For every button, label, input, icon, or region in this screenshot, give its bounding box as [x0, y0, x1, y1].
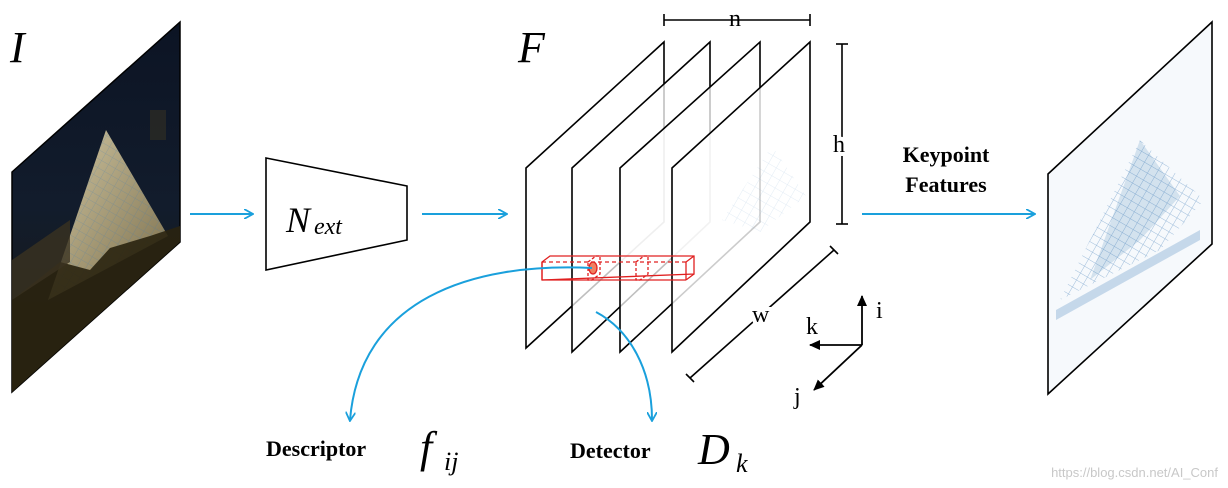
keypoint-heatmap — [1047, 20, 1213, 396]
dimension-h — [836, 43, 848, 225]
watermark-text: https://blog.csdn.net/AI_Conf — [1051, 465, 1218, 480]
dimension-w — [685, 245, 839, 383]
keypoint-label-line2: Features — [905, 172, 987, 197]
input-image — [11, 20, 181, 394]
descriptor-word: Descriptor — [266, 436, 366, 461]
axis-i-label: i — [876, 298, 883, 324]
arrow-to-descriptor — [350, 266, 593, 420]
keypoint-label-line1: Keypoint — [903, 142, 990, 167]
network-subscript: ext — [314, 214, 343, 240]
feature-slices — [525, 40, 811, 354]
detector-subscript: k — [736, 449, 748, 478]
dimension-n — [663, 14, 811, 26]
dimension-h-label: h — [833, 132, 845, 158]
detector-word: Detector — [570, 438, 651, 463]
axis-gizmo — [809, 295, 867, 391]
descriptor-subscript: ij — [444, 447, 458, 476]
descriptor-symbol: f — [420, 423, 438, 472]
detector-symbol: D — [697, 425, 730, 474]
network-script-letter: N — [285, 200, 312, 240]
network-block: N ext — [265, 157, 408, 271]
dimension-w-label: w — [752, 302, 770, 328]
feature-map-label: F — [517, 23, 546, 72]
axis-k-label: k — [806, 314, 818, 340]
dimension-n-label: n — [729, 6, 741, 32]
input-image-label: I — [9, 23, 27, 72]
arrow-to-detector — [595, 311, 652, 420]
axis-j-label: j — [793, 384, 801, 410]
